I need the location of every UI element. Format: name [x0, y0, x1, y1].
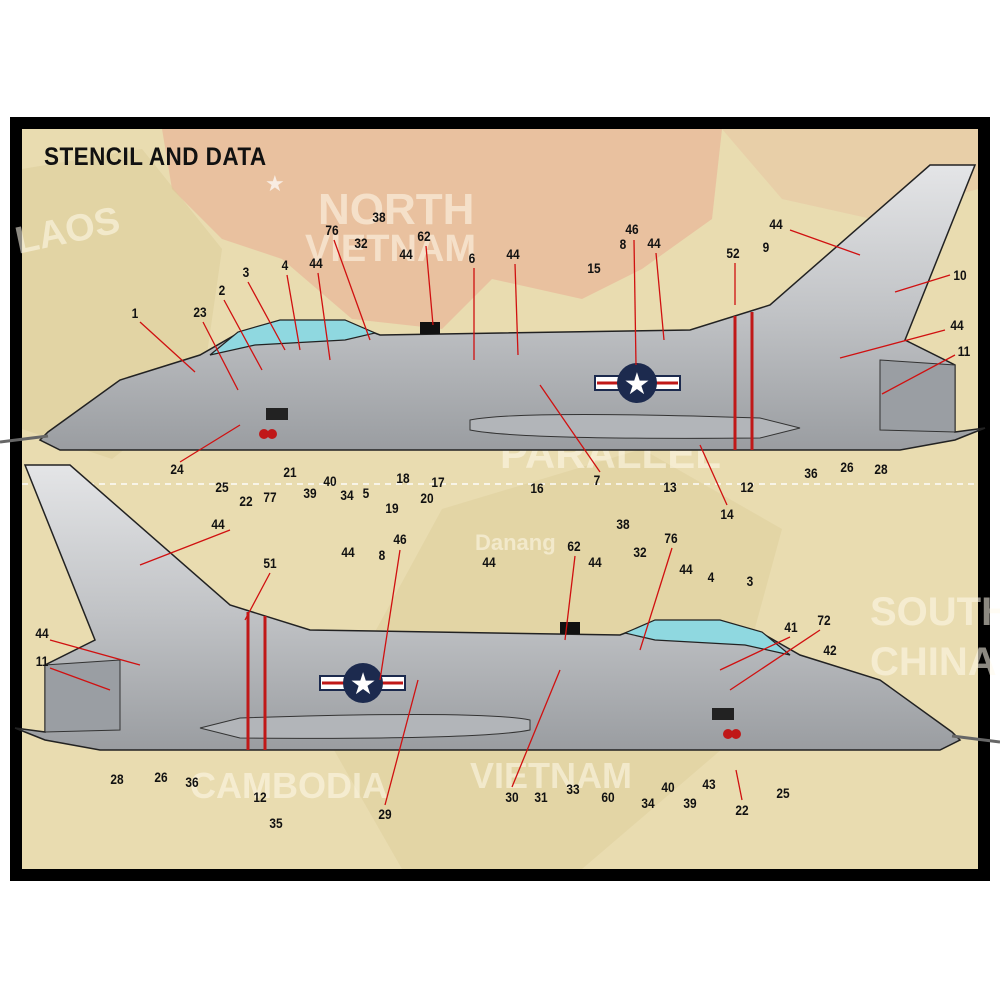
callout-number: 14 [720, 506, 734, 522]
callout-number: 11 [957, 343, 971, 359]
callout-number: 26 [154, 769, 168, 785]
callout-number: 44 [341, 544, 355, 560]
callout-number: 20 [420, 490, 434, 506]
callout-number: 46 [393, 531, 407, 547]
callout-number: 10 [953, 267, 967, 283]
callout-number: 60 [601, 789, 615, 805]
callout-number: 8 [378, 547, 386, 563]
page-title: STENCIL AND DATA [44, 143, 267, 171]
callout-number: 35 [269, 815, 283, 831]
callout-number: 12 [253, 789, 267, 805]
callout-number: 32 [633, 544, 647, 560]
callout-number: 38 [616, 516, 630, 532]
leader-lines [49, 229, 956, 806]
callout-number: 18 [396, 470, 410, 486]
callout-number: 28 [110, 771, 124, 787]
callout-number: 44 [506, 246, 520, 262]
callout-number: 19 [385, 500, 399, 516]
callout-number: 23 [193, 304, 207, 320]
callout-number: 76 [325, 222, 339, 238]
callout-number: 9 [762, 239, 770, 255]
callout-number: 44 [482, 554, 496, 570]
callout-number: 22 [735, 802, 749, 818]
north-region [162, 129, 722, 329]
callout-number: 39 [303, 485, 317, 501]
callout-number: 36 [804, 465, 818, 481]
callout-number: 44 [399, 246, 413, 262]
callout-number: 36 [185, 774, 199, 790]
callout-number: 4 [707, 569, 715, 585]
callout-number: 2 [218, 282, 226, 298]
callout-number: 12 [740, 479, 754, 495]
callout-number: 1 [131, 305, 139, 321]
callout-number: 51 [263, 555, 277, 571]
map-label-danang: Danang [475, 530, 556, 555]
aircraft-right-side [13, 463, 1000, 752]
callout-number: 24 [170, 461, 184, 477]
callout-number: 31 [534, 789, 548, 805]
callout-number: 41 [784, 619, 798, 635]
callout-number: 42 [823, 642, 837, 658]
callout-number: 7 [593, 472, 601, 488]
map-label-south: SOUTH [870, 590, 1000, 634]
callout-number: 25 [215, 479, 229, 495]
callout-number: 52 [726, 245, 740, 261]
callout-number: 26 [840, 459, 854, 475]
map-label-vietnam-north: VIETNAM [305, 228, 476, 270]
map-label-china: CHINA [870, 640, 997, 684]
callout-number: 44 [211, 516, 225, 532]
callout-number: 4 [281, 257, 289, 273]
callout-number: 17 [431, 474, 445, 490]
callout-number: 6 [468, 250, 476, 266]
callout-number: 28 [874, 461, 888, 477]
callout-number: 44 [950, 317, 964, 333]
callout-number: 44 [679, 561, 693, 577]
callout-number: 13 [663, 479, 677, 495]
callout-number: 38 [372, 209, 386, 225]
callout-number: 33 [566, 781, 580, 797]
callout-number: 77 [263, 489, 277, 505]
callout-number: 30 [505, 789, 519, 805]
capital-star-icon: ★ [265, 171, 285, 196]
callout-number: 44 [35, 625, 49, 641]
callout-number: 5 [362, 485, 370, 501]
callout-number: 62 [417, 228, 431, 244]
map-label-cambodia: CAMBODIA [190, 765, 388, 806]
callout-number: 29 [378, 806, 392, 822]
callout-number: 11 [35, 653, 49, 669]
callout-number: 32 [354, 235, 368, 251]
callout-number: 25 [776, 785, 790, 801]
callout-number: 40 [661, 779, 675, 795]
callout-number: 46 [625, 221, 639, 237]
callout-number: 3 [242, 264, 250, 280]
map-label-north: NORTH [318, 185, 475, 234]
callout-number: 62 [567, 538, 581, 554]
aircraft-left-side [0, 163, 987, 452]
callout-number: 34 [641, 795, 655, 811]
callout-number: 22 [239, 493, 253, 509]
callout-number: 44 [309, 255, 323, 271]
callout-number: 16 [530, 480, 544, 496]
callout-number: 76 [664, 530, 678, 546]
callout-number: 34 [340, 487, 354, 503]
callout-number: 3 [746, 573, 754, 589]
callout-number: 21 [283, 464, 297, 480]
callout-number: 15 [587, 260, 601, 276]
callout-number: 44 [769, 216, 783, 232]
callout-number: 8 [619, 236, 627, 252]
callout-number: 43 [702, 776, 716, 792]
callout-number: 39 [683, 795, 697, 811]
callout-number: 44 [588, 554, 602, 570]
callout-number: 40 [323, 473, 337, 489]
map-label-vietnam-south: VIETNAM [470, 755, 632, 796]
map-terrain: ★ [22, 129, 978, 869]
callout-number: 44 [647, 235, 661, 251]
callout-number: 72 [817, 612, 831, 628]
